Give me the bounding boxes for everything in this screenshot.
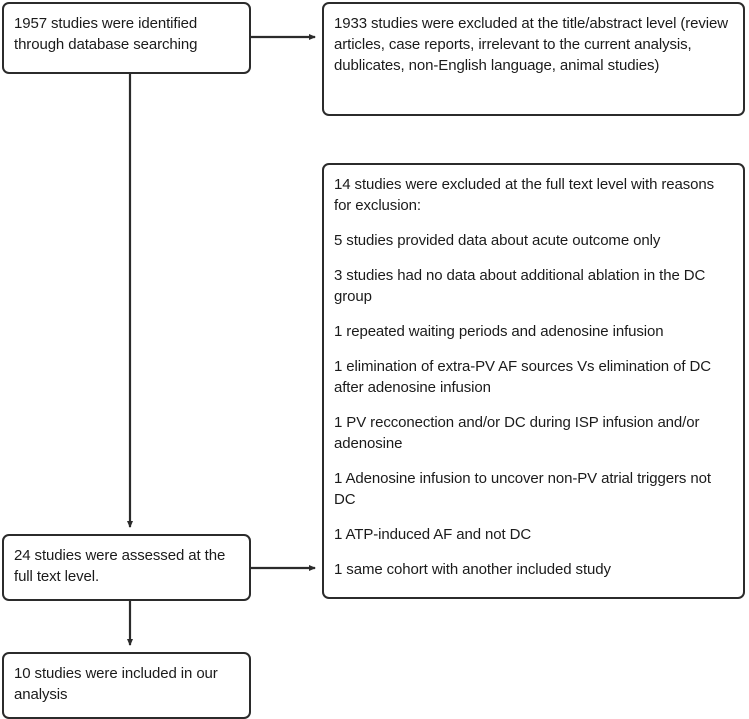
studies-included-text: 10 studies were included in our analysis [14, 665, 218, 703]
exclusion-reason-8: 1 same cohort with another included stud… [334, 561, 611, 578]
exclusion-reason-6: 1 Adenosine infusion to uncover non-PV a… [334, 470, 711, 508]
exclusion-reason-3: 1 repeated waiting periods and adenosine… [334, 323, 664, 340]
studies-assessed-text: 24 studies were assessed at the full tex… [14, 547, 226, 585]
exclusion-reason-4: 1 elimination of extra-PV AF sources Vs … [334, 358, 711, 396]
studies-excluded-title-abstract-text: 1933 studies were excluded at the title/… [334, 15, 729, 74]
studies-excluded-title-abstract-box: 1933 studies were excluded at the title/… [322, 2, 745, 116]
studies-included-box: 10 studies were included in our analysis [2, 652, 251, 719]
exclusion-heading: 14 studies were excluded at the full tex… [334, 176, 715, 214]
exclusion-reason-2: 3 studies had no data about additional a… [334, 267, 706, 305]
exclusion-reason-5: 1 PV recconection and/or DC during ISP i… [334, 414, 700, 452]
studies-identified-box: 1957 studies were identified through dat… [2, 2, 251, 74]
exclusion-reason-1: 5 studies provided data about acute outc… [334, 232, 661, 249]
studies-identified-text: 1957 studies were identified through dat… [14, 15, 198, 53]
exclusion-reason-7: 1 ATP-induced AF and not DC [334, 526, 532, 543]
studies-assessed-box: 24 studies were assessed at the full tex… [2, 534, 251, 601]
studies-excluded-full-text-box: 14 studies were excluded at the full tex… [322, 163, 745, 599]
